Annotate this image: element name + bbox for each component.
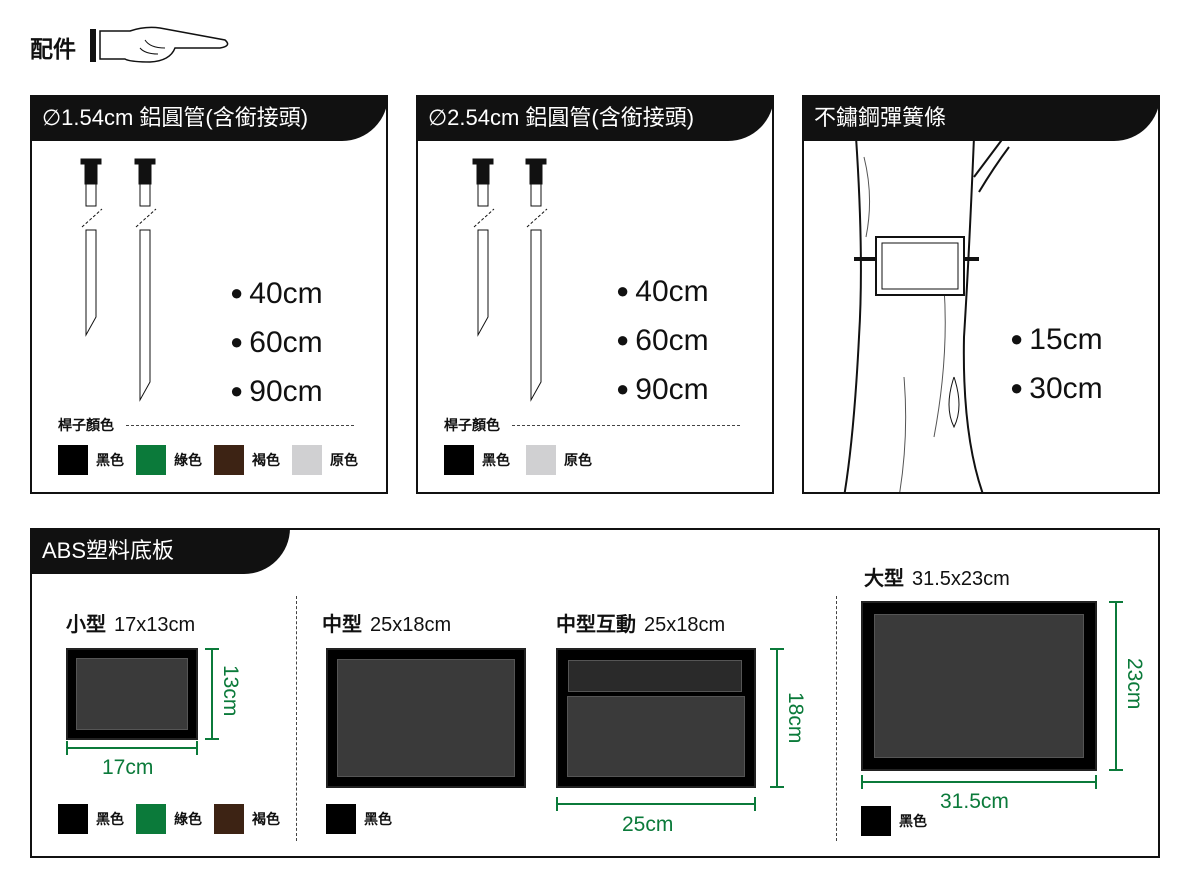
medium-board: [326, 648, 526, 788]
aluminum-pipe-254-panel: ∅2.54cm 鋁圓管(含銜接頭) 40cm 60cm 90cm 桿子顏色 黑色…: [416, 95, 774, 494]
width-dimension: [66, 741, 198, 755]
height-label: 23cm: [1123, 658, 1146, 710]
interactive-board: [556, 648, 756, 788]
large-board-title: 大型 31.5x23cm: [864, 562, 1010, 591]
size-item: 15cm: [1010, 315, 1102, 364]
swatch-green: 綠色: [136, 804, 202, 834]
height-dimension: [1109, 601, 1123, 771]
height-dimension: [205, 648, 219, 740]
size-list: 40cm 60cm 90cm: [230, 269, 322, 416]
swatch-label: 褐色: [252, 452, 280, 468]
swatch-brown: 褐色: [214, 804, 280, 834]
tree-illustration: [843, 137, 1010, 492]
swatch-black: 黑色: [444, 445, 510, 475]
size: 25x18cm: [644, 614, 726, 636]
size-item: 30cm: [1010, 364, 1102, 413]
name: 大型: [864, 568, 904, 590]
name: 小型: [66, 614, 106, 636]
swatch-brown: 褐色: [214, 445, 280, 475]
divider: [512, 425, 740, 426]
aluminum-pipe-154-panel: ∅1.54cm 鋁圓管(含銜接頭) 40cm 60cm 90cm 桿子顏色 黑色…: [30, 95, 388, 494]
swatch-label: 黑色: [96, 811, 124, 827]
swatch-black: 黑色: [861, 806, 927, 836]
width-label: 17cm: [102, 756, 154, 779]
size-list: 40cm 60cm 90cm: [616, 267, 708, 414]
height-dimension: [770, 648, 784, 788]
swatch-label: 黑色: [96, 452, 124, 468]
page-title: 配件: [30, 36, 76, 62]
height-label: 13cm: [219, 665, 242, 717]
swatch-label: 褐色: [252, 811, 280, 827]
size: 17x13cm: [114, 614, 196, 636]
interactive-board-title: 中型互動 25x18cm: [556, 608, 725, 637]
swatch-label: 綠色: [174, 811, 202, 827]
swatch-green: 綠色: [136, 445, 202, 475]
width-dimension: [556, 797, 756, 811]
size: 31.5x23cm: [912, 568, 1010, 590]
size: 25x18cm: [370, 614, 452, 636]
color-label: 桿子顏色: [58, 417, 114, 433]
size-item: 60cm: [230, 318, 322, 367]
pipe-illustration: [472, 158, 548, 402]
width-dimension: [861, 775, 1097, 789]
swatch-label: 黑色: [364, 811, 392, 827]
size-item: 40cm: [616, 267, 708, 316]
swatch-label: 黑色: [482, 452, 510, 468]
pipe-illustration: [80, 158, 157, 402]
height-label: 18cm: [784, 692, 807, 744]
swatch-natural: 原色: [526, 445, 592, 475]
size-item: 90cm: [616, 365, 708, 414]
divider: [296, 596, 297, 841]
swatch-natural: 原色: [292, 445, 358, 475]
swatch-black: 黑色: [58, 804, 124, 834]
large-board: [861, 601, 1097, 771]
width-label: 25cm: [622, 813, 674, 836]
swatch-black: 黑色: [326, 804, 392, 834]
size-item: 40cm: [230, 269, 322, 318]
panel-title: ABS塑料底板: [30, 528, 290, 574]
size-list: 15cm 30cm: [1010, 315, 1102, 413]
name: 中型: [322, 614, 362, 636]
width-label: 31.5cm: [940, 790, 1009, 813]
divider: [126, 425, 354, 426]
swatch-label: 原色: [564, 452, 592, 468]
panel-title: ∅2.54cm 鋁圓管(含銜接頭): [416, 95, 774, 141]
spring-strip-panel: 不鏽鋼彈簧條 15cm 30cm: [802, 95, 1160, 494]
size-item: 60cm: [616, 316, 708, 365]
panel-title: ∅1.54cm 鋁圓管(含銜接頭): [30, 95, 388, 141]
color-label: 桿子顏色: [444, 417, 500, 433]
swatch-black: 黑色: [58, 445, 124, 475]
panel-title: 不鏽鋼彈簧條: [804, 97, 1158, 141]
size-item: 90cm: [230, 367, 322, 416]
swatch-label: 原色: [330, 452, 358, 468]
divider: [836, 596, 837, 841]
name: 中型互動: [556, 614, 636, 636]
swatch-label: 綠色: [174, 452, 202, 468]
swatch-label: 黑色: [899, 813, 927, 829]
small-board: [66, 648, 198, 740]
small-board-title: 小型 17x13cm: [66, 608, 195, 637]
pointing-hand-icon: [90, 26, 229, 63]
medium-board-title: 中型 25x18cm: [322, 608, 451, 637]
